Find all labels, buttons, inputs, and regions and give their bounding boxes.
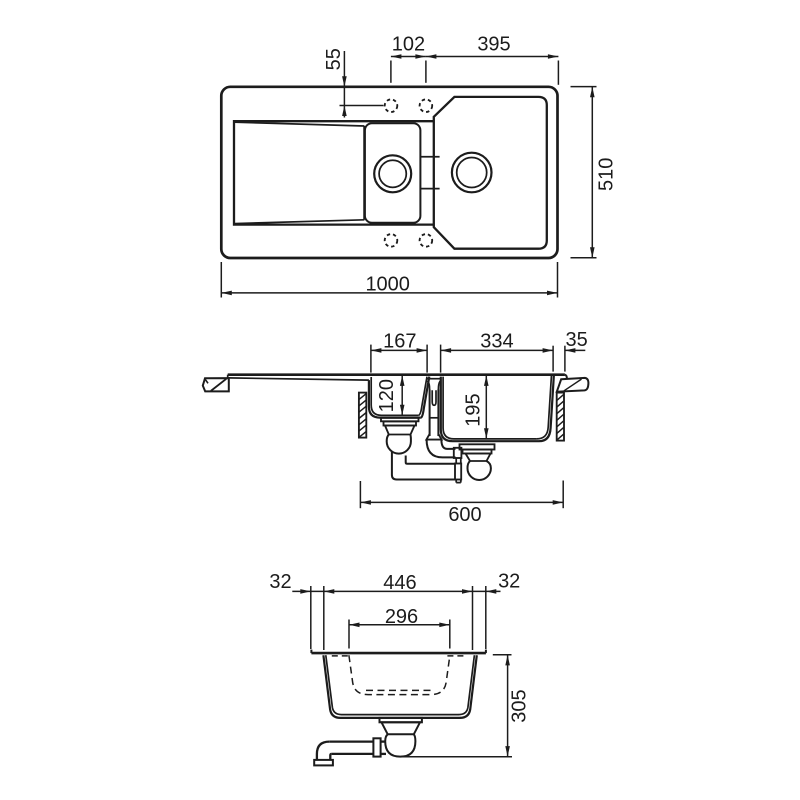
svg-text:510: 510 [595,158,617,191]
svg-text:32: 32 [498,571,520,593]
svg-text:195: 195 [462,393,484,426]
svg-text:35: 35 [565,329,587,351]
svg-text:167: 167 [383,330,416,352]
svg-text:32: 32 [269,571,291,593]
svg-text:102: 102 [392,34,425,56]
svg-text:446: 446 [383,572,416,594]
svg-text:305: 305 [509,689,531,722]
svg-text:55: 55 [323,48,345,70]
svg-text:120: 120 [376,379,398,412]
svg-text:334: 334 [480,330,513,352]
svg-text:1000: 1000 [365,273,410,295]
svg-text:296: 296 [385,606,418,628]
svg-text:395: 395 [477,34,510,56]
svg-text:600: 600 [448,504,481,526]
